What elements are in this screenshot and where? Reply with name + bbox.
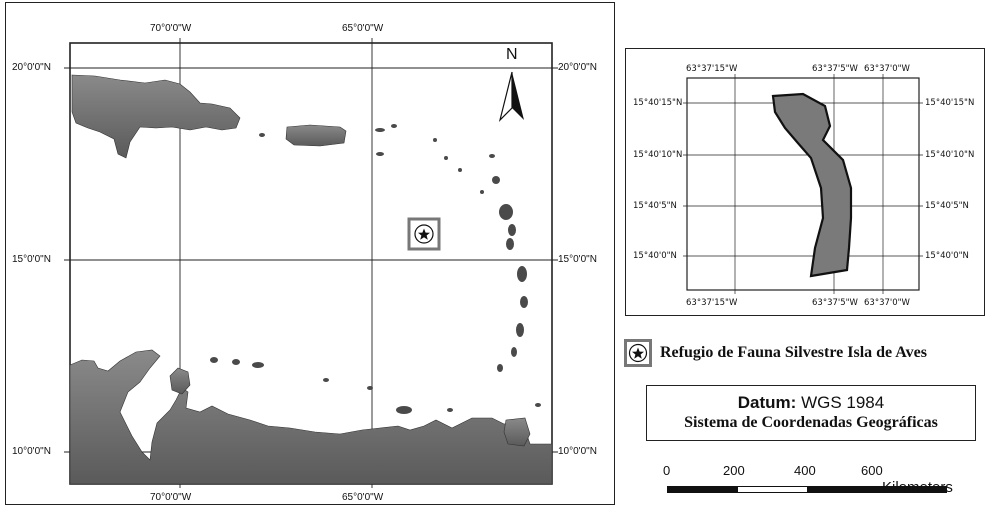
datum-value: WGS 1984: [801, 393, 885, 412]
lat-label-right-15n: 15°0'0"N: [558, 254, 597, 265]
scale-segment-2: [737, 487, 807, 492]
coast-south-america: [69, 349, 553, 485]
scale-segment-4: [876, 487, 946, 492]
isla-de-aves-outline: [771, 92, 853, 278]
north-arrow-icon: [498, 71, 524, 122]
inset-map-frame: [625, 48, 985, 316]
lat-label-right-10n: 10°0'0"N: [558, 446, 597, 457]
inset-lat-left-2: 15°40'10"N: [633, 150, 683, 160]
island-puerto-rico: [285, 124, 347, 147]
legend-label: Refugio de Fauna Silvestre Isla de Aves: [660, 344, 927, 361]
lon-label-top-65w: 65°0'0"W: [342, 23, 384, 34]
inset-neatline: [686, 77, 920, 291]
inset-lon-top-1: 63°37'15"W: [686, 64, 738, 74]
isla-de-aves-marker[interactable]: [407, 217, 441, 251]
island-hispaniola: [71, 74, 241, 159]
north-label: N: [506, 46, 518, 63]
datum-box: Datum: WGS 1984 Sistema de Coordenadas G…: [646, 385, 976, 441]
inset-lon-bottom-2: 63°37'5"W: [812, 298, 858, 308]
island-trinidad: [503, 417, 531, 447]
star-in-circle-icon: [624, 339, 652, 367]
datum-key: Datum:: [737, 393, 797, 412]
lesser-antilles: [210, 124, 541, 414]
peninsula-paraguana: [169, 367, 191, 395]
lon-label-bottom-70w: 70°0'0"W: [150, 492, 192, 503]
inset-lat-left-1: 15°40'15"N: [633, 98, 683, 108]
main-map[interactable]: [0, 0, 620, 508]
inset-lat-right-2: 15°40'10"N: [925, 150, 975, 160]
inset-map[interactable]: [625, 48, 985, 316]
lat-label-left-10n: 10°0'0"N: [12, 446, 51, 457]
legend: Refugio de Fauna Silvestre Isla de Aves: [624, 339, 996, 369]
datum-line: Datum: WGS 1984: [647, 393, 975, 413]
scale-tick-400: 400: [794, 463, 816, 478]
main-map-frame: [5, 2, 615, 505]
scale-segment-3: [807, 487, 877, 492]
inset-lon-bottom-3: 63°37'0"W: [864, 298, 910, 308]
coordinate-system: Sistema de Coordenadas Geográficas: [684, 414, 938, 431]
scale-tick-200: 200: [723, 463, 745, 478]
inset-lat-right-3: 15°40'5"N: [925, 201, 969, 211]
scale-segment-1: [668, 487, 738, 492]
graticule: [64, 38, 558, 488]
inset-lat-right-1: 15°40'15"N: [925, 98, 975, 108]
lat-label-left-20n: 20°0'0"N: [12, 62, 51, 73]
scale-tick-600: 600: [861, 463, 883, 478]
lon-label-top-70w: 70°0'0"W: [150, 23, 192, 34]
inset-lon-bottom-1: 63°37'15"W: [686, 298, 738, 308]
inset-lat-left-3: 15°40'5"N: [633, 201, 677, 211]
inset-lat-left-4: 15°40'0"N: [633, 251, 677, 261]
inset-lon-top-3: 63°37'0"W: [864, 64, 910, 74]
inset-lon-top-2: 63°37'5"W: [812, 64, 858, 74]
scale-unit: Kilometers: [882, 479, 953, 496]
scale-tick-0: 0: [663, 463, 671, 478]
lon-label-bottom-65w: 65°0'0"W: [342, 492, 384, 503]
lat-label-right-20n: 20°0'0"N: [558, 62, 597, 73]
lat-label-left-15n: 15°0'0"N: [12, 254, 51, 265]
inset-lat-right-4: 15°40'0"N: [925, 251, 969, 261]
scale-bar: [667, 486, 947, 493]
